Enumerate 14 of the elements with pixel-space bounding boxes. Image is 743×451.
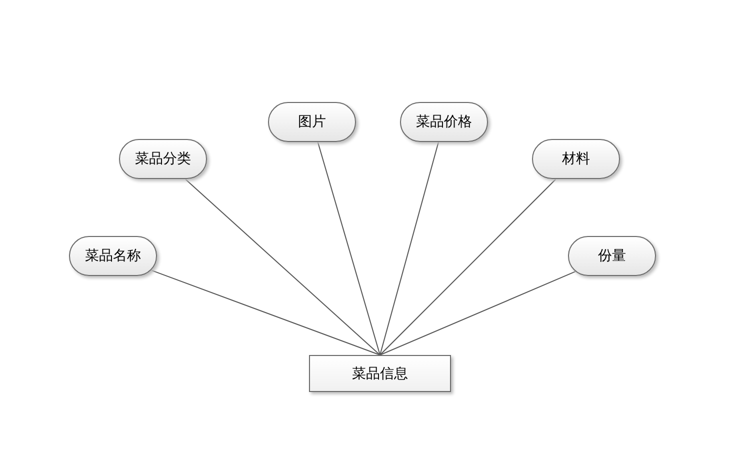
entity-box xyxy=(309,355,451,392)
connector-line xyxy=(150,270,380,356)
attribute-name: 图片 xyxy=(298,113,326,131)
connector-line xyxy=(380,142,439,356)
connector-line xyxy=(317,142,380,356)
attribute-name: 菜品分类 xyxy=(135,150,191,168)
attribute-name: 菜品名称 xyxy=(85,247,141,265)
attribute-name: 份量 xyxy=(598,247,626,265)
connector-line xyxy=(380,178,556,356)
attribute-name: 材料 xyxy=(562,150,590,168)
attribute-name: 菜品价格 xyxy=(416,113,472,131)
connector-line xyxy=(185,178,380,356)
entity-name: 菜品信息 xyxy=(352,364,408,382)
connector-line xyxy=(380,271,576,356)
